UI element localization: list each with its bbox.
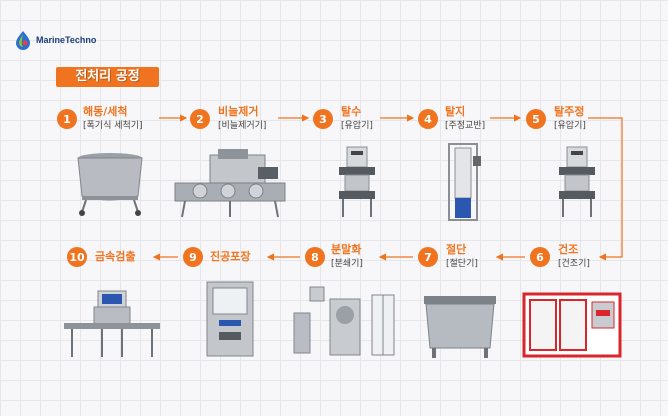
metal-detector-icon (64, 290, 160, 357)
step-10-badge: 10 (67, 247, 87, 267)
step-3-badge: 3 (313, 109, 333, 129)
hydraulic-press-icon (339, 146, 375, 217)
step-5-name: 탈주정 (554, 105, 585, 118)
hydraulic-press-2-icon (559, 146, 595, 217)
degreasing-tank-icon (448, 143, 481, 221)
step-2-badge: 2 (190, 109, 210, 129)
step-7-sub: [절단기] (446, 259, 478, 269)
dryer-machine-icon (522, 292, 622, 358)
logo: MarineTechno (14, 30, 96, 50)
pulverizer-machine-icon (293, 286, 395, 356)
step-7-badge: 7 (418, 247, 438, 267)
step-2-sub: [비늘제거기] (218, 121, 267, 131)
step-6-sub: [건조기] (558, 259, 590, 269)
step-7-name: 절단 (446, 243, 467, 256)
step-6-badge: 6 (530, 247, 550, 267)
page-title: 전처리 공정 (56, 67, 159, 87)
vacuum-packer-icon (206, 281, 254, 357)
step-1-name: 해동/세척 (83, 105, 128, 118)
washer-machine-icon (77, 153, 143, 216)
step-6-name: 건조 (558, 243, 579, 256)
brand-name: MarineTechno (36, 35, 97, 45)
step-4-badge: 4 (418, 109, 438, 129)
step-4-name: 탈지 (445, 105, 466, 118)
step-8-badge: 8 (305, 247, 325, 267)
arrow-5-6 (588, 117, 623, 261)
step-2-name: 비늘제거 (218, 105, 259, 118)
step-3-sub: [유압기] (341, 121, 373, 131)
step-8-name: 분말화 (331, 243, 362, 256)
step-4-sub: [주정교반] (445, 121, 486, 131)
step-8-sub: [분쇄기] (331, 259, 363, 269)
step-5-sub: [유압기] (554, 121, 586, 131)
step-1-badge: 1 (57, 109, 77, 129)
page-title-text: 전처리 공정 (75, 69, 140, 84)
step-5-badge: 5 (526, 109, 546, 129)
step-1-sub: [폭기식 세척기] (83, 121, 143, 131)
descaler-machine-icon (174, 149, 286, 218)
cutter-machine-icon (424, 296, 496, 358)
step-10-name: 금속검출 (95, 250, 136, 263)
step-9-badge: 9 (183, 247, 203, 267)
step-3-name: 탈수 (341, 105, 362, 118)
step-9-name: 진공포장 (210, 250, 251, 263)
droplet-logo-icon (16, 31, 30, 50)
